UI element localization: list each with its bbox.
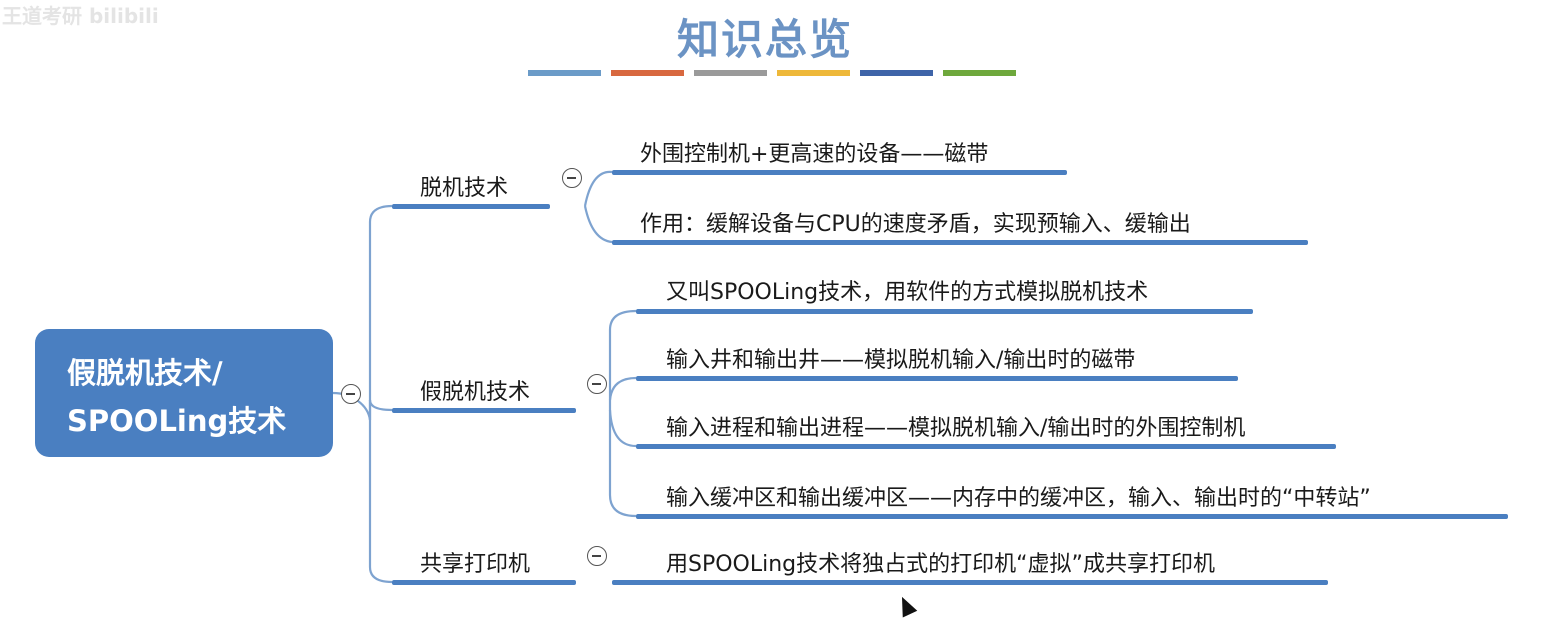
connector-branch-leaf [608,409,637,448]
watermark: 王道考研 bilibili [2,4,159,28]
root-node-line-1: 假脱机技术/ [67,356,223,390]
leaf-offline-1[interactable]: 外围控制机+更高速的设备——磁带 [640,142,989,167]
color-bar-segment [860,70,933,76]
leaf-underline [612,170,1067,175]
color-bar-segment [694,70,767,76]
leaf-underline [612,580,1328,585]
leaf-spooling-4[interactable]: 输入缓冲区和输出缓冲区——内存中的缓冲区，输入、输出时的“中转站” [666,486,1371,511]
branch-collapse-icon[interactable] [562,168,582,188]
page-title: 知识总览 [676,15,853,64]
leaf-spooling-2[interactable]: 输入井和输出井——模拟脱机输入/输出时的磁带 [666,348,1136,373]
color-bar-segment [528,70,601,76]
branch-label-spooling[interactable]: 假脱机技术 [420,380,531,405]
color-bar-segment [777,70,850,76]
leaf-shared-printer-1[interactable]: 用SPOOLing技术将独占式的打印机“虚拟”成共享打印机 [666,552,1215,577]
root-node-line-2: SPOOLing技术 [67,404,287,438]
color-bar-segment [943,70,1016,76]
leaf-spooling-3[interactable]: 输入进程和输出进程——模拟脱机输入/输出时的外围控制机 [666,416,1246,441]
branch-label-shared-printer[interactable]: 共享打印机 [420,552,531,577]
leaf-spooling-1[interactable]: 又叫SPOOLing技术，用软件的方式模拟脱机技术 [666,280,1149,305]
branch-label-offline[interactable]: 脱机技术 [420,176,509,201]
title-color-bar [528,70,1026,78]
branch-underline [392,408,576,413]
color-bar-segment [611,70,684,76]
branch-underline [392,204,550,209]
branch-collapse-icon[interactable] [587,374,607,394]
leaf-underline [636,514,1508,519]
connector-root-branch [368,400,393,584]
leaf-underline [636,444,1336,449]
leaf-offline-2[interactable]: 作用：缓解设备与CPU的速度矛盾，实现预输入、缓输出 [640,212,1191,237]
leaf-underline [636,309,1253,314]
leaf-underline [636,376,1238,381]
root-node[interactable]: 假脱机技术/ SPOOLing技术 [35,329,333,457]
connector-root-branch [368,204,393,420]
connector-branch-leaf [608,410,637,518]
connector-branch-leaf [608,376,637,401]
connector-branch-leaf [583,170,613,207]
connector-branch-leaf [583,205,613,244]
connector-branch-leaf [608,309,637,410]
branch-underline [392,580,576,585]
root-collapse-icon[interactable] [341,384,361,404]
branch-collapse-icon[interactable] [587,546,607,566]
leaf-underline [612,240,1308,245]
connector-root-branch [368,399,393,412]
